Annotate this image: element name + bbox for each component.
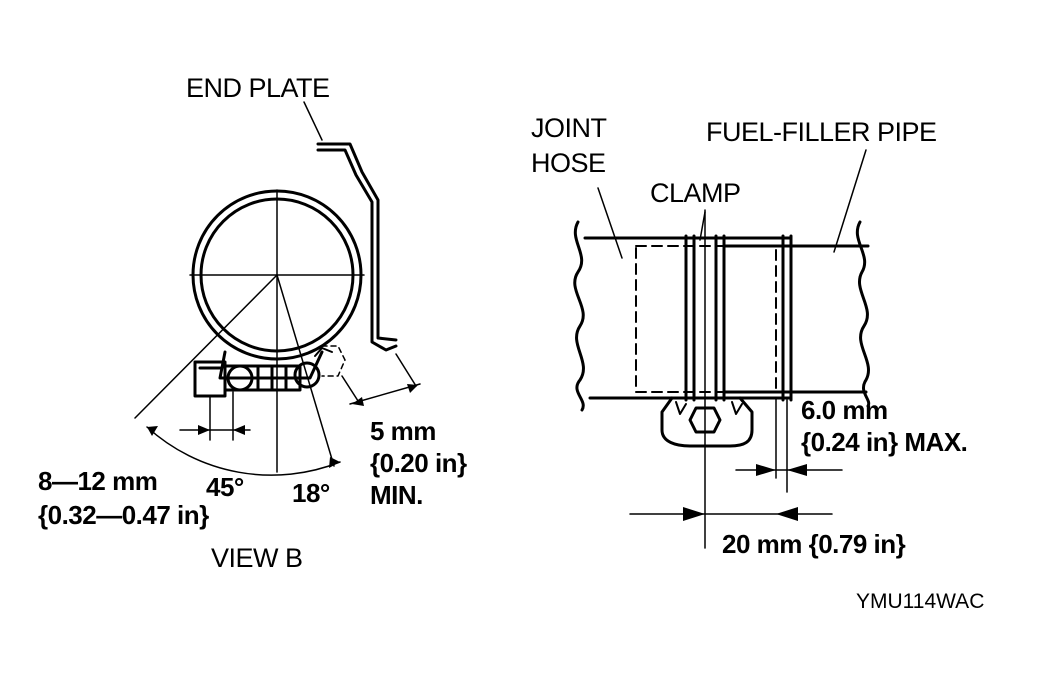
min-dimension-in: {0.20 in} [370, 448, 467, 478]
end-plate-label: END PLATE [186, 73, 330, 103]
view-b-drawing [134, 101, 421, 476]
angle-arc [146, 426, 341, 476]
pipe-end-hidden [635, 245, 777, 393]
radial-line-18 [276, 274, 335, 467]
arc-arrow-right [329, 457, 340, 468]
screw-nut-left [226, 364, 254, 392]
clamp-leader [699, 211, 706, 241]
min-dimension-mm: 5 mm [370, 416, 436, 446]
joint-hose-leader [597, 187, 623, 259]
joint-hose-label-line2: HOSE [531, 148, 606, 178]
gap-dimension-in: {0.32—0.47 in} [38, 500, 209, 530]
fuel-filler-pipe-label: FUEL-FILLER PIPE [706, 117, 937, 147]
clamp-label: CLAMP [650, 178, 741, 208]
joint-hose-label-line1: JOINT [531, 113, 607, 143]
max-dimension-mm: 6.0 mm [801, 395, 888, 425]
radial-line-45 [134, 274, 278, 419]
end-plate [316, 142, 398, 342]
break-line-right [855, 220, 871, 408]
pipe-view-drawing [573, 149, 871, 549]
screw-nut-right [293, 361, 321, 389]
max-dimension-in: {0.24 in} MAX. [801, 427, 968, 457]
fuel-filler-leader [833, 149, 867, 253]
gap-dimension-mm: 8—12 mm [38, 466, 158, 496]
end-plate-leader [303, 101, 323, 141]
min-dimension-note: MIN. [370, 480, 423, 510]
angle-18-label: 18° [292, 478, 330, 508]
phantom-screw-tip [321, 345, 346, 377]
figure-code: YMU114WAC [856, 590, 985, 613]
clamp-lug-bottom [660, 396, 754, 448]
view-b-caption: VIEW B [211, 543, 303, 573]
clamp-screw-body [223, 364, 302, 392]
insert-dimension: 20 mm {0.79 in} [722, 529, 906, 559]
hex-nut [688, 406, 722, 434]
arc-arrow-left [147, 426, 158, 436]
angle-45-label: 45° [206, 472, 244, 502]
break-line-left [573, 220, 585, 412]
